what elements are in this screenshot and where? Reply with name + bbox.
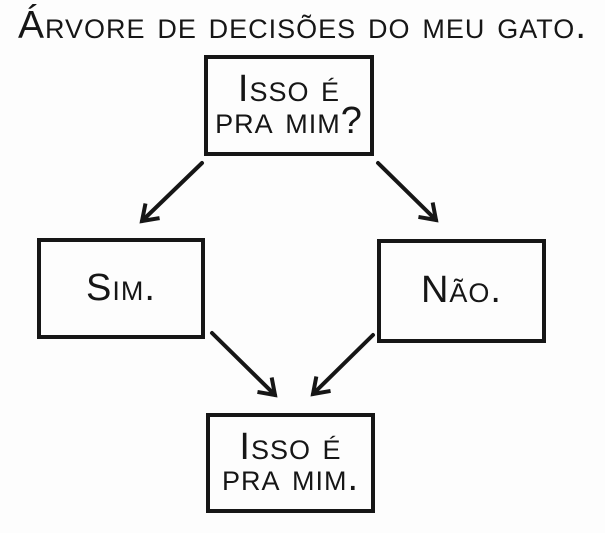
node-no: Não. [377,239,546,343]
arrow-no-to-result [310,333,375,397]
arrow-root-to-no [376,161,439,223]
node-question: Isso é pra mim? [204,55,374,156]
node-no-label: Não. [420,269,502,312]
arrow-yes-to-result [210,331,278,398]
arrow-root-to-yes [139,161,204,224]
diagram-title: Árvore de decisões do meu gato. [17,4,588,47]
node-yes: Sim. [37,238,205,339]
node-result-label: Isso é pra mim. [221,425,360,499]
node-question-label: Isso é pra mim? [215,68,363,142]
node-result: Isso é pra mim. [206,413,375,513]
node-yes-label: Sim. [86,266,156,309]
